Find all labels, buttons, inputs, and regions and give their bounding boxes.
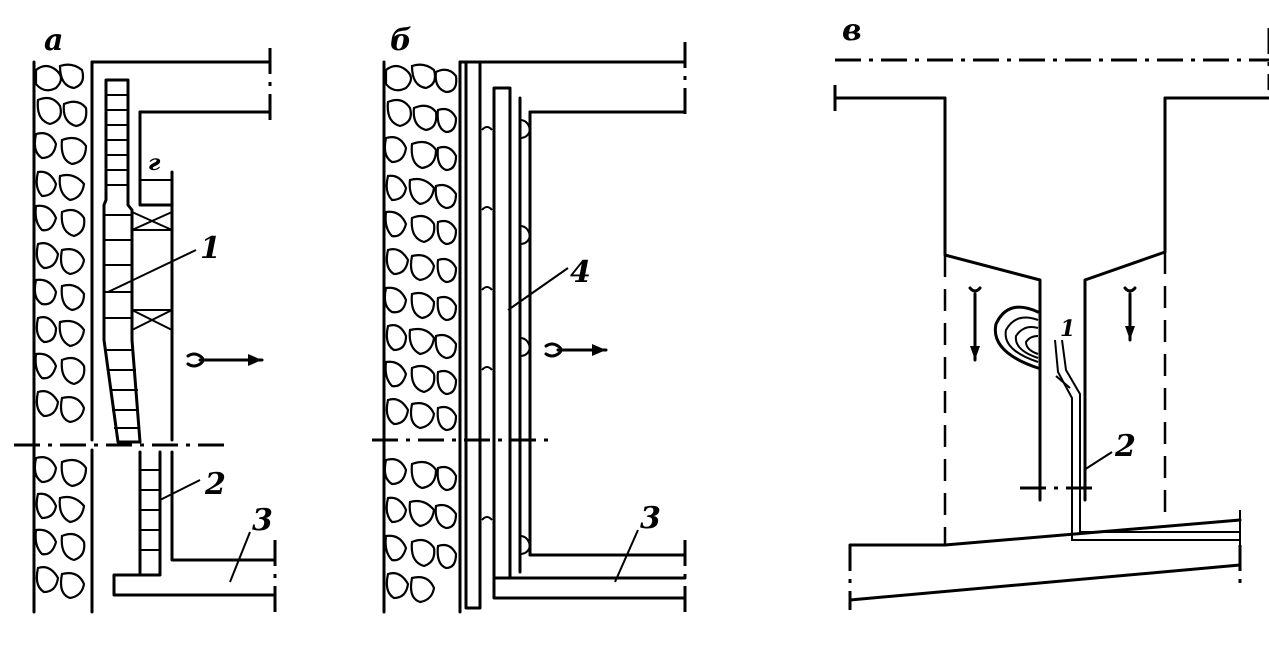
panel-a-label-2: 2 xyxy=(204,467,226,502)
panel-b: б 4 3 xyxy=(372,23,687,614)
panel-b-letter: б xyxy=(390,23,412,58)
panel-a: а г 1 xyxy=(14,23,277,614)
panel-c: в 1 2 xyxy=(833,13,1269,610)
panel-b-label-3: 3 xyxy=(640,501,661,536)
panel-c-label-2: 2 xyxy=(1114,429,1136,464)
panel-b-rock-mass xyxy=(382,60,462,614)
panel-a-section-mark: г xyxy=(148,150,161,176)
panel-a-label-1: 1 xyxy=(200,231,221,266)
panel-c-label-1: 1 xyxy=(1060,316,1075,342)
panel-c-ore-body xyxy=(993,305,1040,370)
panel-b-label-4: 4 xyxy=(570,255,591,290)
panel-c-letter: в xyxy=(842,13,862,48)
panel-a-label-3: 3 xyxy=(252,503,273,538)
panel-a-rock-mass xyxy=(32,60,94,614)
panel-b-props xyxy=(481,119,532,555)
panel-a-letter: а xyxy=(44,23,63,58)
panel-a-lining xyxy=(102,78,142,444)
